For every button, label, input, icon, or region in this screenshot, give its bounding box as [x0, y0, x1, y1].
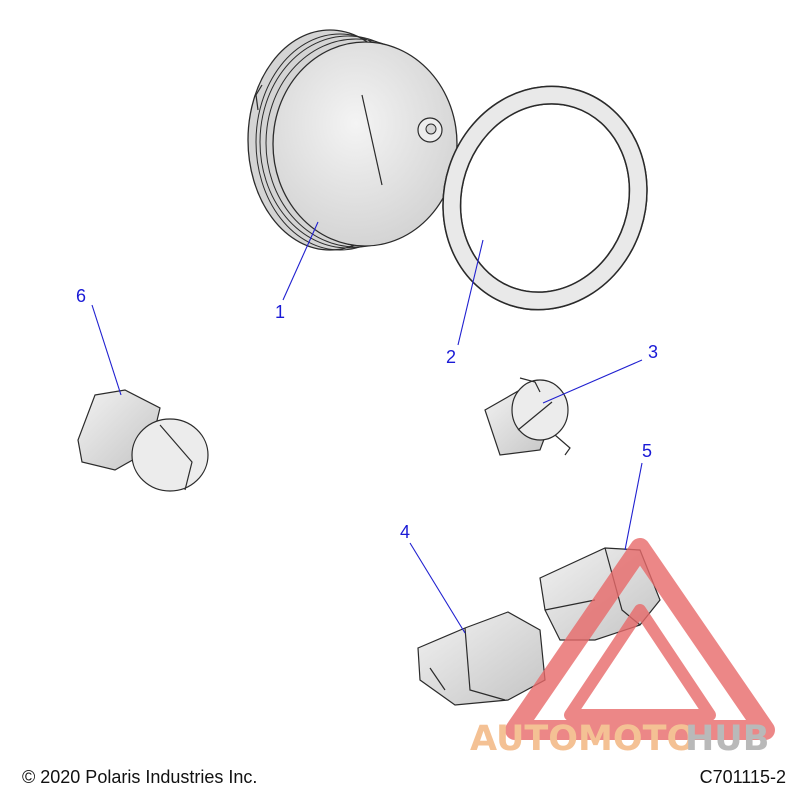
callout-1: 1 — [275, 302, 285, 322]
callout-6: 6 — [76, 286, 86, 306]
switch-part-4 — [417, 611, 546, 706]
leader-4 — [409, 542, 466, 634]
headlight-lamp-part — [247, 29, 458, 251]
bezel-ring-part — [442, 85, 648, 311]
watermark-text-hub: HUB — [685, 719, 769, 759]
copyright-text: © 2020 Polaris Industries Inc. — [22, 767, 258, 787]
leader-2 — [457, 239, 484, 346]
callout-3: 3 — [648, 342, 658, 362]
leader-5 — [624, 462, 643, 551]
socket-part — [77, 389, 209, 492]
callout-4: 4 — [400, 522, 410, 542]
leader-3 — [542, 359, 643, 404]
watermark-text-automoto: AUTOMOTO — [470, 719, 696, 759]
figure-id: C701115-2 — [699, 767, 786, 787]
automotohub-watermark: AUTOMOTO HUB — [470, 538, 775, 759]
callout-2: 2 — [446, 347, 456, 367]
bulb-part — [484, 377, 571, 456]
callout-5: 5 — [642, 441, 652, 461]
leader-6 — [91, 304, 122, 396]
leader-1 — [282, 221, 319, 301]
leader-lines — [91, 221, 643, 634]
